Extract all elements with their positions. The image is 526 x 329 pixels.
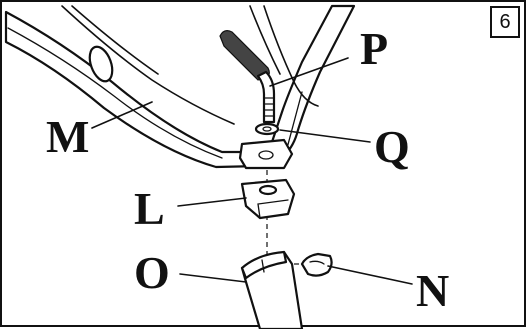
leader-N <box>327 265 413 285</box>
callout-M: M <box>46 111 89 162</box>
leader-L <box>177 197 247 207</box>
callout-L: L <box>134 183 165 234</box>
control-cable <box>61 5 235 125</box>
washer-hole <box>262 126 272 132</box>
clamp-L <box>240 178 296 220</box>
callout-N: N <box>416 265 449 316</box>
callout-Q: Q <box>374 121 410 172</box>
cable-right <box>263 5 319 107</box>
callout-O: O <box>134 247 170 298</box>
callout-P: P <box>360 23 388 74</box>
step-number: 6 <box>499 10 511 33</box>
lower-tube-O <box>240 250 304 329</box>
leader-P <box>269 57 349 87</box>
leader-M <box>91 101 153 129</box>
cable-tie <box>88 45 114 83</box>
washer-Q <box>254 122 280 136</box>
cable-right-2 <box>249 5 281 75</box>
leader-O <box>179 273 247 283</box>
leader-Q <box>279 129 371 143</box>
control-cable-2 <box>71 5 159 75</box>
step-number-box: 6 <box>490 6 520 38</box>
tube-bracket <box>238 138 294 170</box>
bolt-P <box>219 30 276 124</box>
clip-N <box>294 252 333 277</box>
